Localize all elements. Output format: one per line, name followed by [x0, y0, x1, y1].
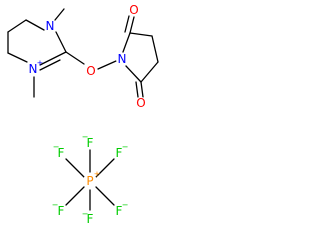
chemical-structure: N N + O N O O P + F − F − F −: [7, 3, 159, 226]
bond-cbottom-obottom-double: [135, 81, 139, 98]
bond-c2ring-olink: [65, 51, 85, 65]
pf6-bonds: [65, 149, 115, 211]
atom-f-upperleft: F −: [53, 143, 67, 160]
bond-olink-nring: [97, 60, 117, 70]
bond-ch2a-ch2b: [151, 35, 159, 63]
pyrimidinium-ring-bonds: [7, 19, 67, 71]
bond-p-f-lowerleft: [65, 186, 85, 206]
atom-n-bottom-symbol: N: [29, 62, 38, 76]
atom-f-top: F −: [82, 133, 96, 150]
atom-o-link-symbol: O: [86, 64, 95, 78]
bond-c2ring-nbottom: [39, 51, 67, 66]
bond-ctop-ch2a: [129, 32, 153, 37]
atom-n-ring: N: [116, 52, 128, 66]
methyl-bonds: [33, 8, 65, 98]
bond-p-f-upperright: [95, 158, 115, 178]
atom-f-bottom: F −: [82, 210, 96, 226]
atom-p-charge: +: [94, 170, 101, 179]
atom-f-bottom-symbol: F: [87, 212, 94, 226]
atom-f-bottom-charge: −: [82, 210, 89, 219]
atom-f-upperleft-charge: −: [53, 143, 60, 152]
atom-n-bottom: N +: [27, 59, 44, 76]
atom-n-top: N: [44, 19, 56, 33]
atom-p-symbol: P: [86, 174, 93, 188]
bond-ntop-methyl: [54, 8, 65, 21]
bond-c2ring-nbottom-double: [39, 59, 61, 71]
linker-bonds: [65, 51, 117, 70]
atom-o-top: O: [128, 3, 140, 17]
bond-nring-ctop: [122, 32, 131, 53]
atom-o-link: O: [85, 64, 97, 78]
bond-ntop-c2ring: [55, 31, 67, 53]
atom-f-upperright-charge: −: [122, 143, 129, 152]
bond-cbottom-obottom: [140, 81, 144, 98]
bond-c3-ntop: [25, 19, 45, 31]
atom-f-top-charge: −: [82, 133, 89, 142]
bond-c2-c3: [7, 19, 27, 33]
bond-p-f-upperleft: [65, 158, 85, 178]
atom-f-lowerright: F −: [113, 201, 129, 218]
atom-f-lowerright-charge: −: [122, 201, 129, 210]
bond-nbottom-c1: [7, 52, 28, 63]
atom-n-ring-symbol: N: [118, 52, 127, 66]
atom-f-upperright-symbol: F: [116, 146, 123, 160]
bond-ctop-otop: [129, 16, 135, 34]
atom-f-lowerleft: F −: [52, 201, 67, 218]
atom-f-lowerleft-symbol: F: [58, 204, 65, 218]
atom-n-bottom-charge: +: [37, 59, 44, 68]
atom-p: P +: [83, 170, 101, 188]
atom-f-upperright: F −: [113, 143, 129, 160]
atom-f-lowerleft-charge: −: [52, 201, 59, 210]
atom-n-top-symbol: N: [46, 19, 55, 33]
bond-ch2b-cbottom: [140, 61, 159, 83]
bond-ctop-otop-double: [124, 15, 130, 33]
bond-cbottom-nring: [125, 65, 142, 83]
succinimide-ring-bonds: [122, 15, 159, 98]
bond-p-f-lowerright: [95, 186, 115, 206]
atom-o-bottom-symbol: O: [136, 96, 145, 110]
atom-f-upperleft-symbol: F: [58, 146, 65, 160]
atom-o-bottom: O: [135, 96, 147, 110]
atom-f-lowerright-symbol: F: [116, 204, 123, 218]
atom-o-top-symbol: O: [129, 3, 138, 17]
atom-f-top-symbol: F: [87, 136, 94, 150]
